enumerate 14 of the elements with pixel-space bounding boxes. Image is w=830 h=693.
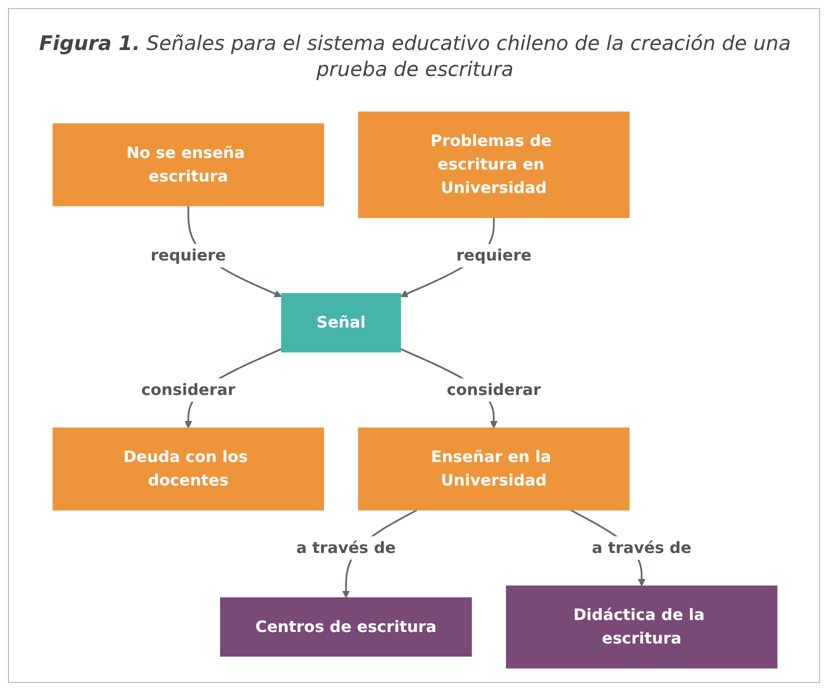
node-box: Señal [281,293,401,352]
edge-label: considerar [141,380,236,400]
node-box: No se enseña escritura [52,123,324,206]
edge-label: requiere [456,246,532,265]
edge-label: requiere [150,246,226,265]
node-box: Didáctica de la escritura [506,586,778,668]
node-box: Deuda con los docentes [52,428,324,510]
figure-title: Figura 1. Señales para el sistema educativo chileno de la creación de una prueba de escritura [38,30,792,82]
node-box: Centros de escritura [220,597,472,657]
edge-label: considerar [446,380,541,400]
node-box: Enseñar en la Universidad [358,428,630,510]
node-box: Problemas de escritura en Universidad [358,112,630,218]
edge-label: a través de [296,538,396,558]
edge-label: a través de [592,538,692,558]
